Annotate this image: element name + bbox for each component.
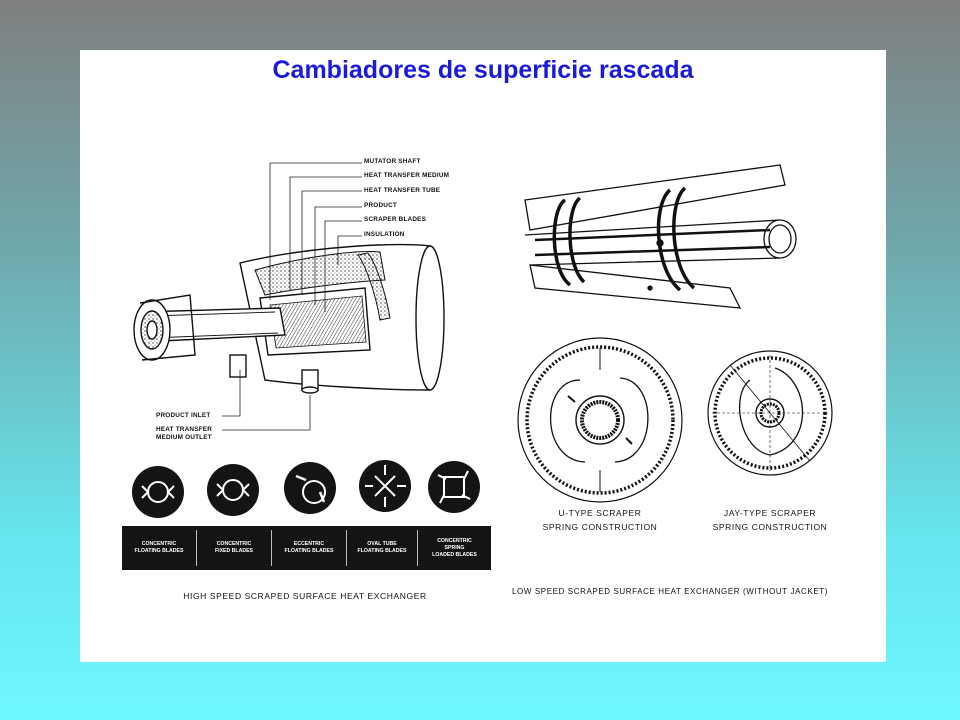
caption-low-speed: LOW SPEED SCRAPED SURFACE HEAT EXCHANGER…	[511, 587, 829, 596]
blade-icon-oval-tube	[359, 460, 411, 512]
label-product: PRODUCT	[364, 202, 397, 209]
blade-type-concentric-fixed: CONCENTRIC FIXED BLADES	[214, 541, 254, 554]
diagram-drawing	[132, 162, 833, 518]
blade-type-eccentric-floating: ECCENTRIC FLOATING BLADES	[284, 541, 334, 554]
leader-lines	[222, 162, 362, 431]
blade-icon-concentric-fixed	[207, 464, 259, 516]
label-scraper-blades: SCRAPER BLADES	[364, 216, 427, 223]
caption-jay-type-1: JAY-TYPE SCRAPER	[723, 508, 817, 518]
blade-section-icons	[132, 460, 480, 518]
caption-high-speed: HIGH SPEED SCRAPED SURFACE HEAT EXCHANGE…	[183, 591, 427, 601]
blade-type-concentric-floating: CONCENTRIC FLOATING BLADES	[134, 541, 184, 554]
slide: Cambiadores de superficie rascada	[80, 50, 886, 662]
caption-jay-type-2: SPRING CONSTRUCTION	[712, 522, 828, 532]
caption-u-type-1: U-TYPE SCRAPER	[558, 508, 642, 518]
label-heat-transfer-medium: HEAT TRANSFER MEDIUM	[364, 172, 450, 179]
blade-type-spring-loaded: CONCENTRIC SPRING LOADED BLADES	[432, 537, 477, 558]
slide-title: Cambiadores de superficie rascada	[272, 56, 694, 84]
blade-icon-concentric-floating	[132, 466, 184, 518]
jay-type-scraper-diagram	[707, 350, 833, 476]
blade-types-band: CONCENTRIC FLOATING BLADES CONCENTRIC FI…	[122, 526, 491, 570]
label-medium-outlet-1: HEAT TRANSFER	[156, 426, 213, 433]
cutaway-exchanger	[133, 243, 445, 394]
low-speed-exchanger	[524, 164, 797, 309]
blade-type-oval-tube: OVAL TUBE FLOATING BLADES	[357, 541, 407, 554]
u-type-scraper-diagram	[517, 337, 683, 503]
label-mutator-shaft: MUTATOR SHAFT	[364, 158, 421, 165]
caption-u-type-2: SPRING CONSTRUCTION	[542, 522, 658, 532]
label-heat-transfer-tube: HEAT TRANSFER TUBE	[364, 187, 441, 194]
label-insulation: INSULATION	[364, 231, 405, 238]
blade-icon-eccentric-floating	[284, 462, 336, 514]
label-medium-outlet-2: MEDIUM OUTLET	[156, 434, 212, 441]
label-product-inlet: PRODUCT INLET	[156, 412, 211, 419]
blade-icon-spring-loaded	[428, 461, 480, 513]
